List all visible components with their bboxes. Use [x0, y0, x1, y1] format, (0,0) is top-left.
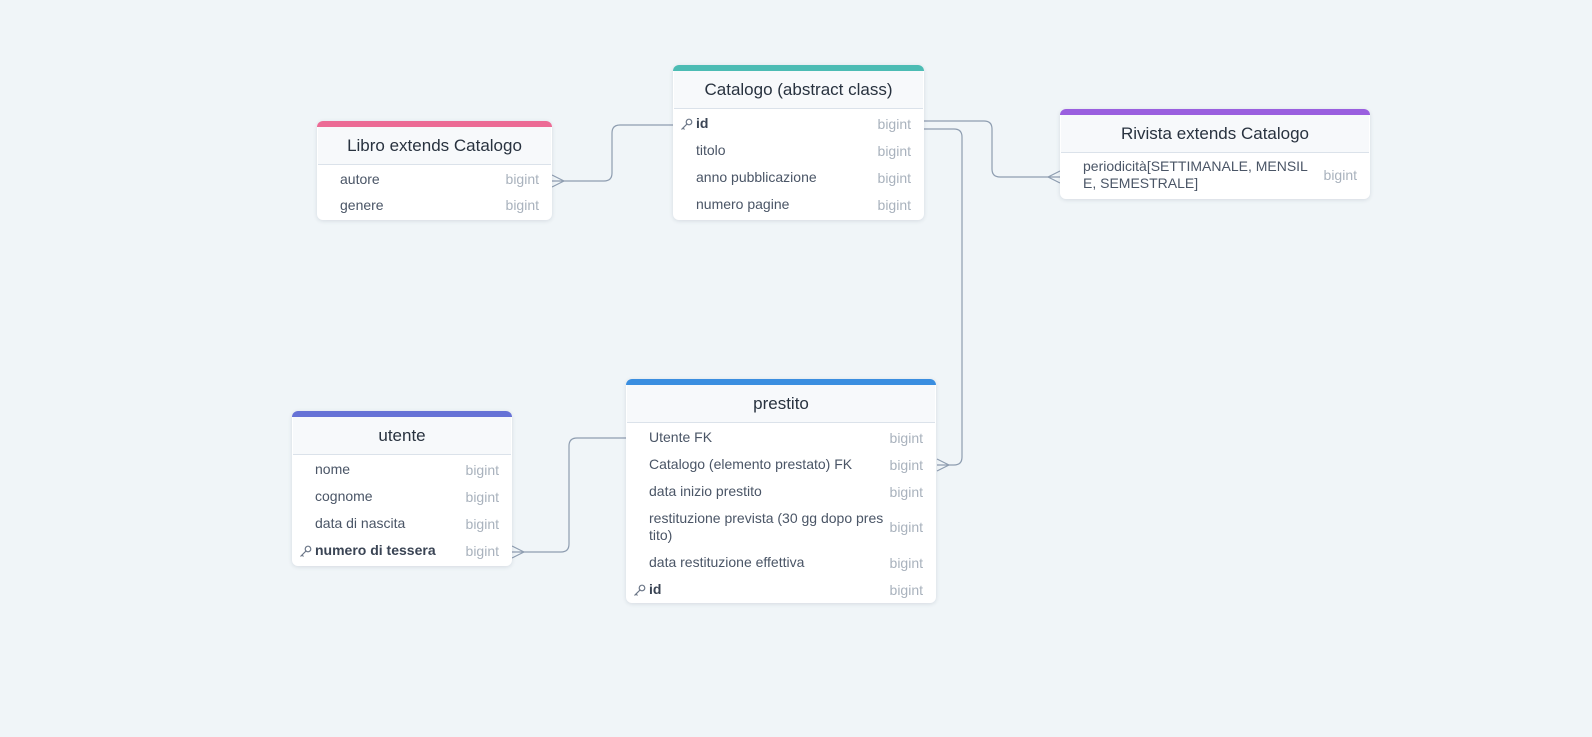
column-name: genere: [340, 196, 384, 213]
table-row[interactable]: periodicità[SETTIMANALE, MENSILE, SEMEST…: [1060, 153, 1370, 197]
column-type: bigint: [877, 196, 911, 213]
table-prestito[interactable]: prestito Utente FK bigint Catalogo (elem…: [626, 379, 936, 603]
table-color-bar: [317, 121, 552, 127]
table-rivista[interactable]: Rivista extends Catalogo periodicità[SET…: [1060, 109, 1370, 199]
column-type: bigint: [465, 542, 499, 559]
column-type: bigint: [889, 456, 923, 473]
column-type: bigint: [1323, 167, 1357, 183]
column-type: bigint: [505, 171, 539, 187]
column-name: numero pagine: [696, 196, 790, 212]
table-color-bar: [626, 379, 936, 385]
column-name: id: [649, 581, 662, 597]
connector-catalogo-rivista: [923, 120, 1060, 178]
table-row[interactable]: nome bigint: [292, 456, 512, 483]
column-type: bigint: [889, 554, 923, 571]
key-icon: [300, 545, 312, 557]
table-title[interactable]: Rivista extends Catalogo: [1061, 115, 1369, 153]
key-icon: [634, 584, 646, 596]
column-name: Catalogo (elemento prestato) FK: [649, 456, 853, 472]
table-color-bar: [673, 65, 924, 71]
column-type: bigint: [877, 115, 911, 132]
column-name: nome: [315, 461, 351, 477]
crowfoot-rivista: [1047, 170, 1061, 184]
column-name: data di nascita: [315, 515, 406, 531]
column-name: Utente FK: [649, 429, 713, 445]
crowfoot-utente: [511, 545, 525, 559]
column-type: bigint: [465, 488, 499, 505]
table-row[interactable]: autore bigint: [317, 166, 552, 192]
column-type: bigint: [465, 515, 499, 532]
table-utente[interactable]: utente nome bigint cognome bigint data d…: [292, 411, 512, 566]
column-name: numero di tessera: [315, 542, 436, 558]
column-name: data inizio prestito: [649, 483, 762, 499]
table-row[interactable]: id bigint: [673, 110, 924, 137]
table-catalogo[interactable]: Catalogo (abstract class) id bigint tito…: [673, 65, 924, 220]
table-row[interactable]: data inizio prestito bigint: [626, 478, 936, 505]
table-title[interactable]: Catalogo (abstract class): [674, 71, 923, 109]
connector-catalogo-libro: [552, 124, 673, 182]
column-type: bigint: [877, 142, 911, 159]
table-row[interactable]: genere bigint: [317, 192, 552, 218]
column-name: autore: [340, 170, 380, 187]
table-row[interactable]: id bigint: [626, 576, 936, 603]
column-type: bigint: [889, 519, 923, 535]
table-row[interactable]: titolo bigint: [673, 137, 924, 164]
table-row[interactable]: Utente FK bigint: [626, 424, 936, 451]
table-title[interactable]: Libro extends Catalogo: [318, 127, 551, 165]
table-title[interactable]: prestito: [627, 385, 935, 423]
table-row[interactable]: numero di tessera bigint: [292, 537, 512, 564]
table-row[interactable]: Catalogo (elemento prestato) FK bigint: [626, 451, 936, 478]
column-type: bigint: [889, 581, 923, 598]
column-name: titolo: [696, 142, 726, 158]
table-row[interactable]: anno pubblicazione bigint: [673, 164, 924, 191]
connector-prestito-utente: [512, 437, 626, 553]
column-type: bigint: [505, 197, 539, 213]
table-row[interactable]: restituzione prevista (30 gg dopo presti…: [626, 505, 936, 549]
column-name: restituzione prevista (30 gg dopo presti…: [649, 510, 884, 543]
table-row[interactable]: data restituzione effettiva bigint: [626, 549, 936, 576]
table-row[interactable]: numero pagine bigint: [673, 191, 924, 218]
table-color-bar: [1060, 109, 1370, 115]
column-name: cognome: [315, 488, 373, 504]
column-type: bigint: [465, 461, 499, 478]
table-title[interactable]: utente: [293, 417, 511, 455]
table-row[interactable]: data di nascita bigint: [292, 510, 512, 537]
column-name: anno pubblicazione: [696, 169, 817, 185]
column-name: periodicità[SETTIMANALE, MENSILE, SEMEST…: [1083, 158, 1308, 191]
table-row[interactable]: cognome bigint: [292, 483, 512, 510]
column-name: data restituzione effettiva: [649, 554, 805, 570]
table-libro[interactable]: Libro extends Catalogo autore bigint gen…: [317, 121, 552, 220]
column-type: bigint: [877, 169, 911, 186]
table-color-bar: [292, 411, 512, 417]
crowfoot-prestito: [936, 458, 950, 472]
column-type: bigint: [889, 429, 923, 446]
column-type: bigint: [889, 483, 923, 500]
key-icon: [681, 118, 693, 130]
crowfoot-libro: [551, 174, 565, 188]
column-name: id: [696, 115, 709, 131]
